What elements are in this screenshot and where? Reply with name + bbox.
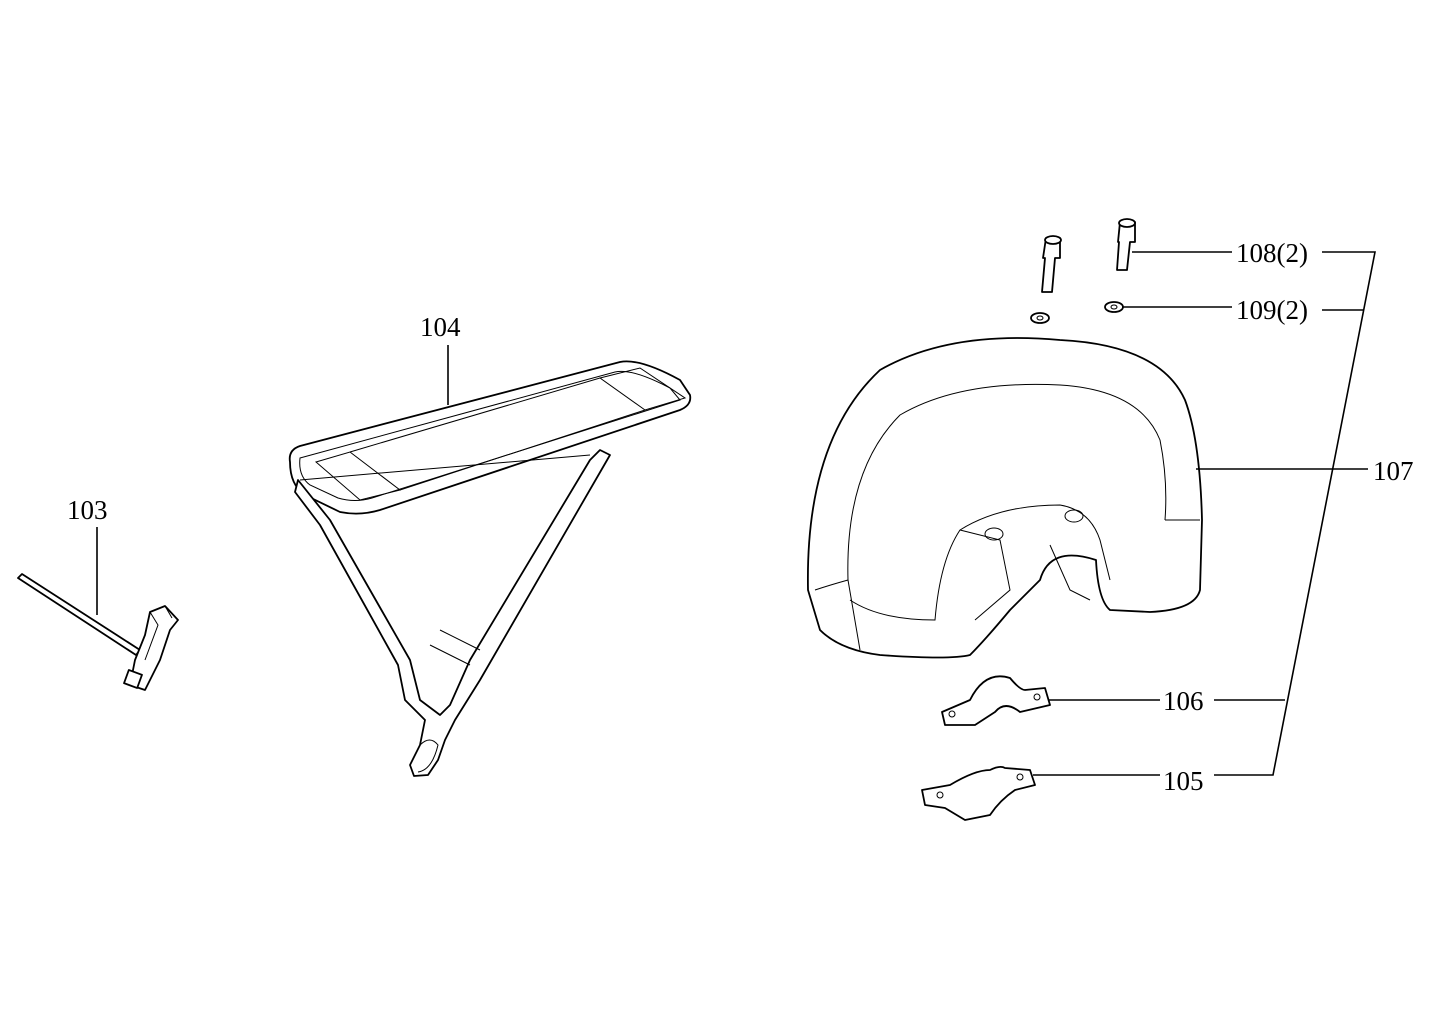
part-105-clamp — [921, 765, 1036, 821]
part-108-bolts — [1041, 218, 1136, 293]
callout-108: 108(2) — [1236, 238, 1308, 268]
callout-104: 104 — [420, 312, 461, 342]
part-103-t-wrench — [17, 573, 179, 691]
part-107-backrest — [807, 337, 1203, 659]
leader-lines — [96, 251, 1376, 776]
callout-107: 107 — [1373, 456, 1414, 486]
callout-109: 109(2) — [1236, 295, 1308, 325]
callout-106: 106 — [1163, 686, 1204, 716]
part-106-clamp — [941, 675, 1051, 726]
callout-105: 105 — [1163, 766, 1204, 796]
callout-103: 103 — [67, 495, 108, 525]
part-104-rear-rack — [288, 360, 692, 777]
part-109-washers — [1030, 301, 1124, 324]
